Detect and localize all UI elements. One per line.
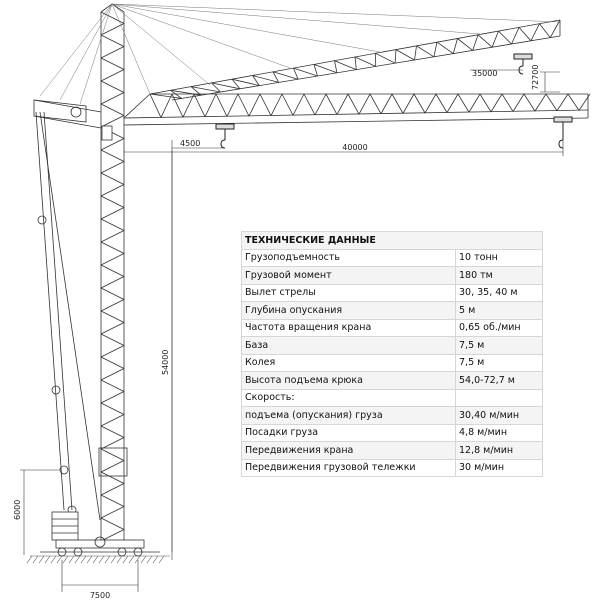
spec-value: 180 тм <box>455 266 543 285</box>
counter-jib <box>33 99 102 129</box>
spec-label: Скорость: <box>241 388 456 407</box>
spec-value: 30,40 м/мин <box>455 406 543 425</box>
spec-label: Передвижения крана <box>241 441 456 460</box>
stay-cables <box>39 3 561 105</box>
spec-value: 10 тонн <box>455 248 543 267</box>
dim-jib-length: 40000 <box>342 143 367 152</box>
dim-upper-jib: 35000 <box>472 69 497 78</box>
spec-value: 7,5 м <box>455 353 543 372</box>
spec-label: Глубина опускания <box>241 301 456 320</box>
trolley-hook-outer <box>553 116 573 149</box>
spec-value: 4,8 м/мин <box>455 423 543 442</box>
spec-title: ТЕХНИЧЕСКИЕ ДАННЫЕ <box>241 231 543 250</box>
spec-label: Посадки груза <box>241 423 456 442</box>
ground <box>26 555 170 564</box>
spec-label: Частота вращения крана <box>241 318 456 337</box>
counterweight-rope <box>35 111 101 521</box>
dim-track-gauge: 7500 <box>90 591 110 600</box>
spec-value: 12,8 м/мин <box>455 441 543 460</box>
spec-value: 30 м/мин <box>455 458 543 477</box>
crane-base <box>40 536 160 557</box>
spec-value: 7,5 м <box>455 336 543 355</box>
spec-label: Вылет стрелы <box>241 283 456 302</box>
dim-base-height: 6000 <box>13 500 22 520</box>
upper-jib <box>149 19 561 101</box>
spec-label: Грузоподъемность <box>241 248 456 267</box>
spec-label: Передвижения грузовой тележки <box>241 458 456 477</box>
spec-label: подъема (опускания) груза <box>241 406 456 425</box>
spec-value: 54,0-72,7 м <box>455 371 543 390</box>
main-jib <box>123 93 591 126</box>
spec-label: Колея <box>241 353 456 372</box>
tower <box>100 11 125 542</box>
trolley-hook-inner <box>215 123 235 149</box>
spec-title-row: ТЕХНИЧЕСКИЕ ДАННЫЕ <box>241 231 543 250</box>
trolley-hook-upper <box>513 53 533 75</box>
operator-cabin <box>101 125 113 141</box>
ballast-block <box>51 511 79 541</box>
spec-row: Скорость: <box>241 388 543 407</box>
spec-label: Грузовой момент <box>241 266 456 285</box>
dimension-lines <box>20 69 564 592</box>
spec-value: 5 м <box>455 301 543 320</box>
spec-value: 30, 35, 40 м <box>455 283 543 302</box>
spec-value <box>455 388 543 407</box>
spec-label: База <box>241 336 456 355</box>
dim-tower-height: 54000 <box>161 350 170 375</box>
spec-label: Высота подъема крюка <box>241 371 456 390</box>
dim-jib-rise: 72700 <box>531 65 540 90</box>
spec-value: 0,65 об./мин <box>455 318 543 337</box>
dim-counter-jib: 4500 <box>180 139 200 148</box>
